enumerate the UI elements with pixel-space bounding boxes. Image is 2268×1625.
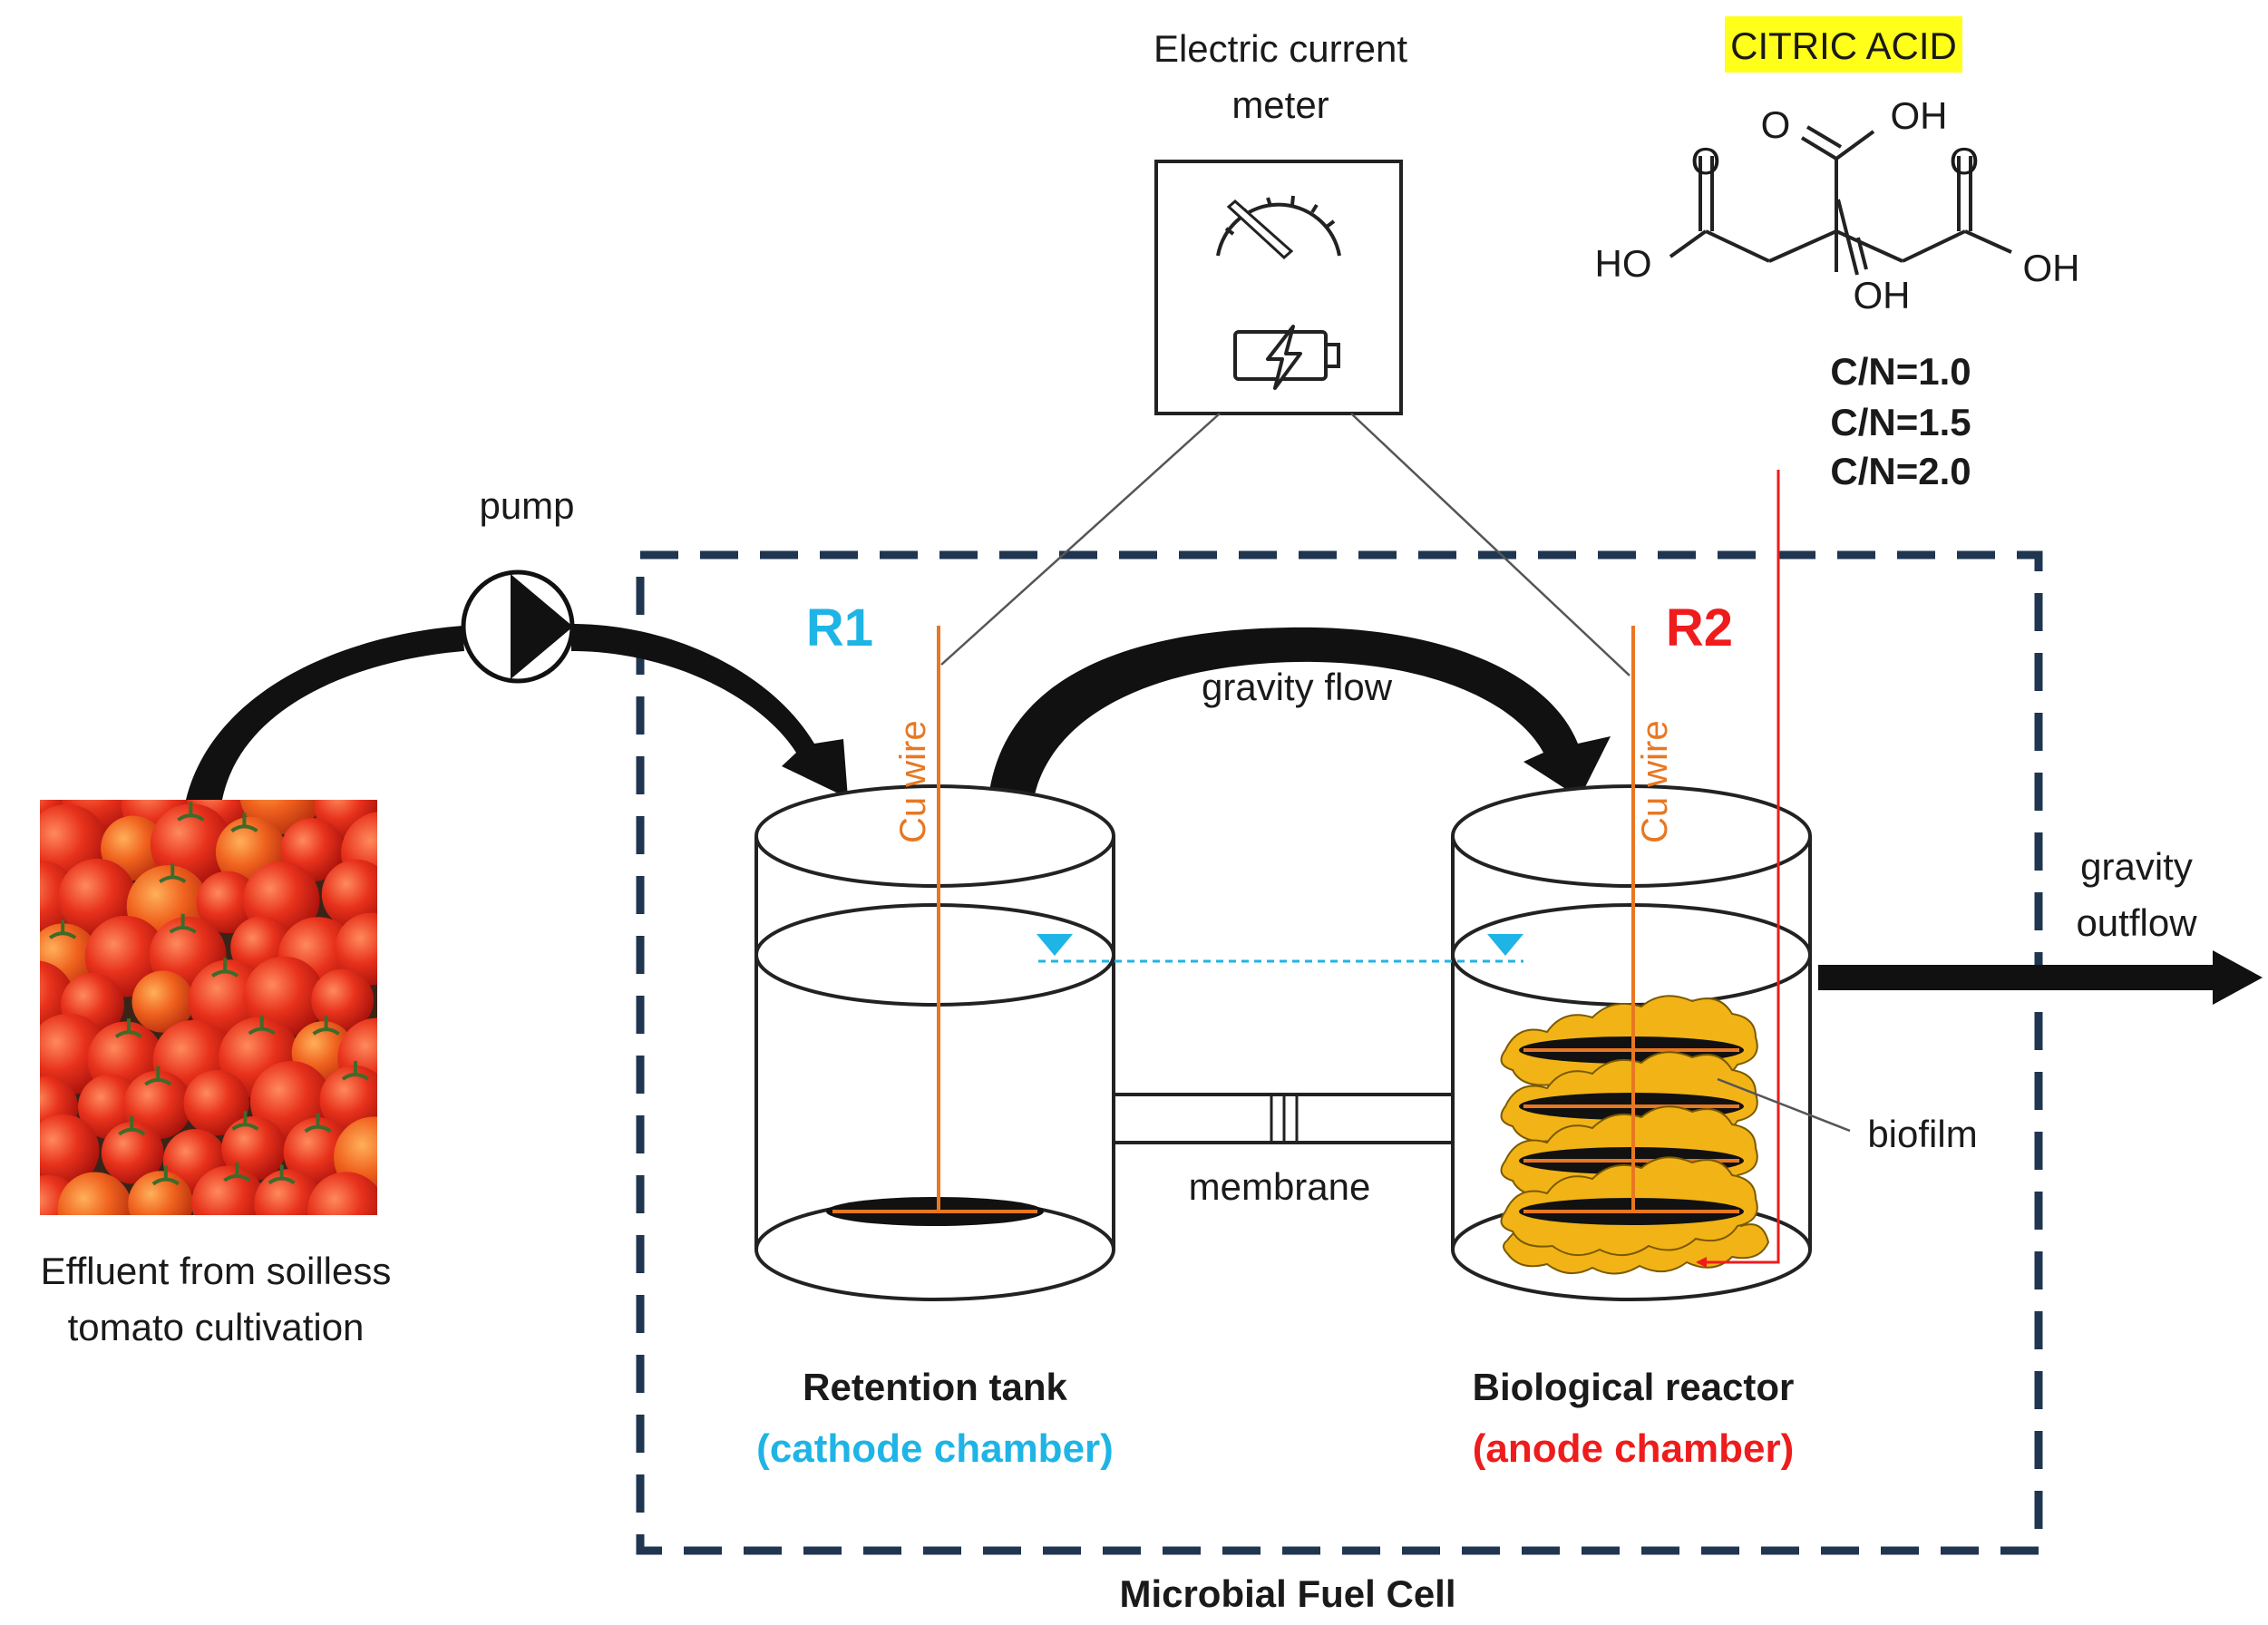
tomatoes-photo bbox=[40, 769, 377, 1215]
tomato-stem bbox=[231, 1111, 259, 1131]
tomato bbox=[311, 968, 375, 1032]
tomato-stem bbox=[268, 1164, 296, 1185]
tomato-stem bbox=[114, 1018, 143, 1038]
tomato-stem bbox=[159, 863, 187, 884]
tomato-stem bbox=[248, 1015, 276, 1036]
molecule-o-top: O bbox=[1761, 103, 1791, 146]
tomato-stem bbox=[230, 812, 258, 833]
tomato-stem bbox=[49, 920, 77, 939]
flow-arrow-gravity-r1-to-r2 bbox=[988, 627, 1611, 798]
citric-acid-molecule bbox=[1669, 125, 2012, 276]
tomato-stem bbox=[341, 1060, 370, 1081]
citric-acid-feed-line bbox=[1696, 470, 1780, 1268]
biofilm-label: biofilm bbox=[1867, 1113, 1977, 1155]
molecule-o-right: O bbox=[1950, 140, 1980, 182]
retention-tank bbox=[754, 784, 1115, 1301]
meter-label-line2: meter bbox=[1231, 83, 1329, 126]
tomato-stem bbox=[304, 1113, 332, 1134]
molecule-oh-right: OH bbox=[2023, 247, 2080, 289]
tomato-stem bbox=[118, 1115, 146, 1136]
tomato-stem bbox=[177, 802, 205, 822]
tomato bbox=[307, 1172, 377, 1215]
r2-label: R2 bbox=[1666, 598, 1733, 657]
cn-ratio-3: C/N=2.0 bbox=[1830, 450, 1971, 492]
cu-wire-label-left: Cu wire bbox=[893, 720, 933, 843]
cn-ratio-1: C/N=1.0 bbox=[1830, 350, 1971, 393]
anode-chamber-label: (anode chamber) bbox=[1473, 1426, 1795, 1471]
membrane-tube bbox=[1115, 1093, 1453, 1144]
molecule-oh-center: OH bbox=[1854, 274, 1911, 316]
tomato bbox=[319, 1065, 377, 1134]
tomato bbox=[243, 956, 325, 1037]
tomato bbox=[123, 1070, 192, 1140]
effluent-label-line1: Effluent from soilless bbox=[41, 1250, 392, 1292]
meter-label-line1: Electric current bbox=[1153, 27, 1407, 70]
tomato bbox=[183, 1070, 249, 1136]
tomato bbox=[321, 859, 377, 929]
tomato bbox=[40, 1114, 100, 1187]
tomato bbox=[101, 1122, 164, 1184]
citric-acid-highlight bbox=[1725, 16, 1962, 73]
tomato-stem bbox=[210, 958, 239, 978]
biofilm-leader bbox=[1717, 1077, 1851, 1133]
retention-tank-label: Retention tank bbox=[803, 1366, 1067, 1408]
tomato-stem bbox=[144, 1065, 172, 1086]
citric-acid-label: CITRIC ACID bbox=[1730, 24, 1957, 67]
tomato bbox=[283, 1117, 353, 1187]
tomato-stem bbox=[151, 1165, 180, 1186]
battery-charging-icon bbox=[1233, 325, 1340, 390]
tomato bbox=[131, 970, 194, 1033]
molecule-oh-top: OH bbox=[1891, 94, 1948, 137]
flow-arrow-pump-to-r1 bbox=[571, 624, 848, 798]
outflow-arrow bbox=[1818, 950, 2263, 1005]
gravity-outflow-line1: gravity bbox=[2080, 845, 2193, 888]
wire-meter-to-r1 bbox=[940, 413, 1221, 666]
membrane-label: membrane bbox=[1189, 1165, 1371, 1208]
water-level-indicator bbox=[1037, 934, 1523, 963]
pump-icon bbox=[461, 569, 575, 684]
tomato bbox=[196, 871, 259, 934]
cathode-chamber-label: (cathode chamber) bbox=[756, 1426, 1114, 1471]
gravity-outflow-line2: outflow bbox=[2076, 901, 2197, 944]
tomato-stem bbox=[312, 1016, 340, 1036]
wire-meter-to-r2 bbox=[1350, 413, 1630, 676]
cn-ratio-2: C/N=1.5 bbox=[1830, 401, 1971, 443]
molecule-o-left: O bbox=[1691, 140, 1721, 182]
molecule-ho-left: HO bbox=[1595, 242, 1652, 285]
effluent-label-line2: tomato cultivation bbox=[68, 1306, 365, 1348]
biological-reactor-label: Biological reactor bbox=[1473, 1366, 1795, 1408]
mfc-label: Microbial Fuel Cell bbox=[1119, 1572, 1455, 1615]
flow-arrow-effluent-to-pump bbox=[186, 626, 464, 800]
anode-electrode-stack bbox=[1500, 995, 1758, 1256]
tomato bbox=[57, 1172, 132, 1215]
gravity-flow-label: gravity flow bbox=[1202, 666, 1393, 708]
tomato-stem bbox=[169, 913, 197, 934]
pump-label: pump bbox=[479, 484, 574, 527]
gauge-icon bbox=[1216, 195, 1341, 260]
current-meter bbox=[1154, 160, 1403, 415]
tomato-stem bbox=[223, 1162, 251, 1182]
r1-label: R1 bbox=[806, 598, 873, 657]
cu-wire-label-right: Cu wire bbox=[1635, 720, 1675, 843]
tomato bbox=[335, 912, 377, 986]
tomato-stem bbox=[337, 769, 363, 787]
